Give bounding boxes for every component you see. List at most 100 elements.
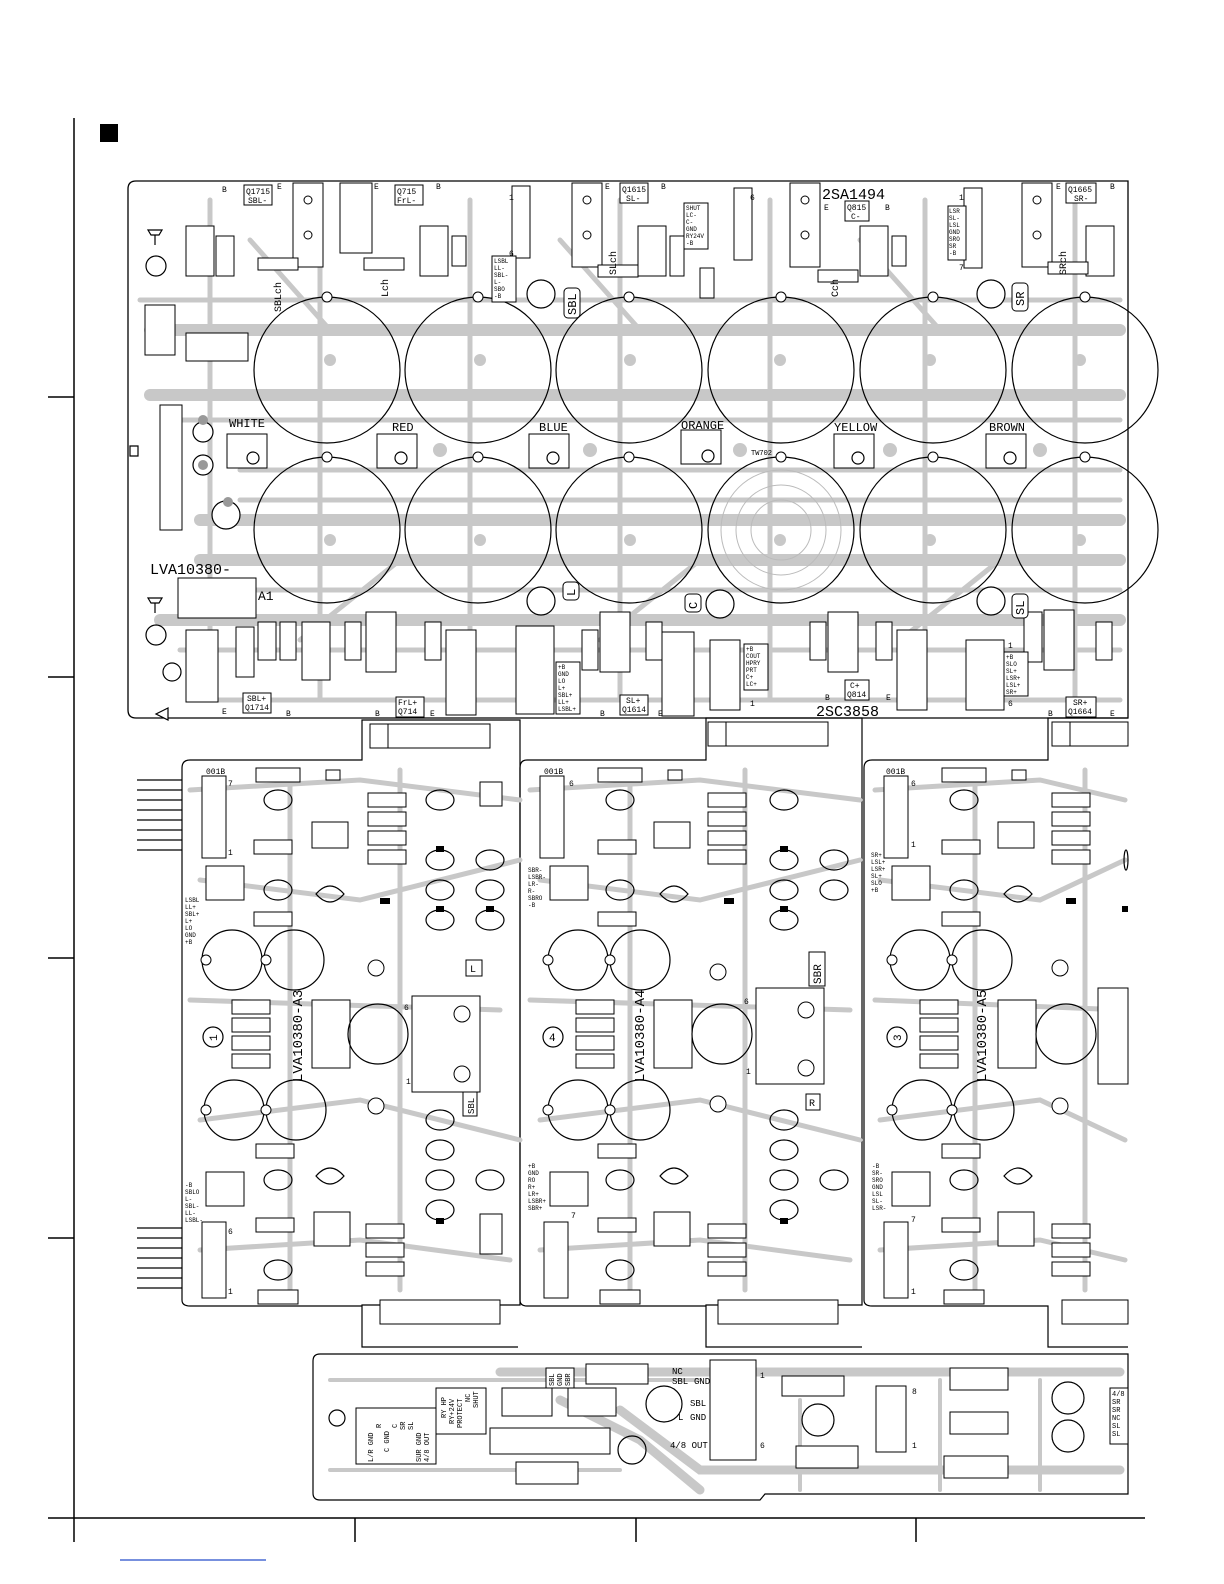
- board-sub-label: A1: [258, 589, 274, 604]
- svg-text:1: 1: [406, 1078, 411, 1087]
- svg-text:SL+: SL+: [871, 873, 882, 880]
- svg-text:1: 1: [911, 1288, 916, 1297]
- svg-text:SR+: SR+: [871, 852, 882, 859]
- svg-text:SBLch: SBLch: [273, 282, 285, 312]
- svg-text:COUT: COUT: [746, 653, 761, 660]
- svg-text:GND: GND: [949, 229, 960, 236]
- bottom-board: L/R GND R C GND C SR SL SUR GND 4/8 OUT …: [312, 1353, 1129, 1501]
- svg-text:SBL: SBL: [566, 293, 580, 315]
- svg-text:SR+: SR+: [1006, 689, 1017, 696]
- svg-text:C-: C-: [851, 213, 861, 222]
- module-a5: LVA10380-A5 3 001B SR+ LSL+ LSR+ SL+ SLO…: [871, 768, 991, 1212]
- svg-text:GND: GND: [185, 932, 196, 939]
- svg-text:1: 1: [911, 841, 916, 850]
- module-a4: LVA10380-A4 4 SBR R 001B SBR- LSBR- LR- …: [528, 768, 826, 1212]
- svg-text:1: 1: [746, 1068, 751, 1077]
- svg-text:SR-: SR-: [872, 1170, 883, 1177]
- svg-text:LL+: LL+: [558, 699, 569, 706]
- svg-text:GND: GND: [528, 1170, 539, 1177]
- page-frame: [48, 118, 1145, 1542]
- svg-text:LSR+: LSR+: [1006, 675, 1021, 682]
- module-number: 1: [209, 1034, 221, 1041]
- svg-text:LSBL+: LSBL+: [558, 706, 576, 713]
- svg-text:6: 6: [1008, 700, 1013, 709]
- svg-text:SL: SL: [1112, 1423, 1120, 1431]
- svg-text:SBL-: SBL-: [494, 272, 508, 279]
- svg-text:L+: L+: [185, 918, 193, 925]
- svg-text:SL: SL: [408, 1422, 416, 1430]
- svg-text:L-: L-: [185, 1196, 192, 1203]
- svg-text:NC: NC: [1112, 1415, 1120, 1423]
- svg-text:SLO: SLO: [1006, 661, 1017, 668]
- svg-text:Q1664: Q1664: [1068, 708, 1092, 717]
- svg-text:LSL+: LSL+: [1006, 682, 1021, 689]
- svg-text:SBL: SBL: [690, 1399, 706, 1409]
- svg-text:GND: GND: [558, 671, 569, 678]
- svg-text:6: 6: [228, 1228, 233, 1237]
- svg-text:+B: +B: [185, 939, 193, 946]
- svg-text:Q815: Q815: [847, 204, 866, 213]
- svg-text:B: B: [375, 710, 380, 719]
- svg-text:SR: SR: [1014, 292, 1028, 306]
- color-label-blue: BLUE: [539, 421, 568, 435]
- color-labels: WHITE RED BLUE ORANGE YELLOW BROWN: [229, 417, 1025, 435]
- svg-text:LL-: LL-: [494, 265, 505, 272]
- svg-text:GND: GND: [557, 1373, 565, 1386]
- svg-text:6: 6: [404, 1004, 409, 1013]
- svg-text:Q715: Q715: [397, 188, 416, 197]
- svg-text:LSBR-: LSBR-: [528, 874, 546, 881]
- svg-text:FrL+: FrL+: [398, 699, 417, 708]
- svg-text:6: 6: [569, 780, 574, 789]
- svg-text:LSL+: LSL+: [871, 859, 886, 866]
- svg-text:-B: -B: [185, 1182, 193, 1189]
- module-a3: LVA10380-A3 1 SBL L 001B LSBL LL+ SBL+ L…: [185, 768, 483, 1224]
- svg-text:SBL+: SBL+: [185, 911, 200, 918]
- svg-text:6: 6: [750, 194, 755, 203]
- connector-top2: SHUT LC- C- GND RY24V -B: [683, 202, 709, 250]
- svg-text:SHUT: SHUT: [686, 205, 701, 212]
- module-code: 001B: [886, 768, 905, 777]
- svg-text:4/8 OUT: 4/8 OUT: [670, 1441, 708, 1451]
- test-point-label: TW702: [751, 450, 772, 458]
- svg-text:FrL-: FrL-: [397, 197, 416, 206]
- svg-text:SLch: SLch: [608, 251, 620, 275]
- top-transistor-labels: Q1715 SBL- Q715 FrL- Q1615 SL- Q815 C- Q…: [243, 182, 1097, 222]
- connector-pin-numbers: 1 6 6 1 7 1 6 1: [509, 194, 1013, 709]
- module-code: 001B: [544, 768, 563, 777]
- svg-text:LO: LO: [558, 678, 566, 685]
- svg-text:E: E: [374, 183, 379, 192]
- svg-text:GND: GND: [872, 1184, 883, 1191]
- svg-text:L: L: [678, 1413, 683, 1423]
- svg-text:7: 7: [228, 780, 233, 789]
- svg-text:SBL+: SBL+: [247, 695, 266, 704]
- svg-text:SBLO: SBLO: [185, 1189, 200, 1196]
- svg-text:R-: R-: [528, 888, 535, 895]
- svg-text:1: 1: [912, 1442, 917, 1451]
- svg-text:LSL: LSL: [949, 222, 960, 229]
- svg-text:SBL: SBL: [549, 1373, 557, 1386]
- bottom-transistor-labels: Q1714 SBL+ Q714 FrL+ Q1614 SL+ Q814 C+ Q…: [242, 679, 1097, 718]
- module-upper-pins: LSBL LL+ SBL+ L+ LO GND +B: [185, 897, 200, 946]
- svg-text:GND: GND: [690, 1413, 706, 1423]
- svg-text:PRT: PRT: [746, 667, 757, 674]
- svg-text:LSBR+: LSBR+: [528, 1198, 546, 1205]
- module-channel-2: L: [470, 965, 476, 976]
- svg-text:+B: +B: [528, 1163, 536, 1170]
- svg-text:L-: L-: [494, 279, 501, 286]
- module-lower-pins: +B GND RO R+ LR+ LSBR+ SBR+: [528, 1163, 546, 1212]
- channel-marks: SBL SR L C SL: [562, 282, 1029, 619]
- svg-text:B: B: [661, 183, 666, 192]
- svg-text:SR: SR: [1112, 1399, 1121, 1407]
- svg-text:+B: +B: [871, 887, 879, 894]
- svg-text:E: E: [886, 694, 891, 703]
- bottom-part-label: 2SC3858: [816, 704, 879, 721]
- svg-text:R: R: [376, 1423, 384, 1428]
- svg-text:1: 1: [509, 194, 514, 203]
- top-transistor-bodies: [292, 182, 1053, 268]
- arrow-icon: [129, 445, 169, 721]
- module-lower-pins: -B SBLO L- SBL- LL- LSBL-: [185, 1182, 203, 1224]
- svg-text:C: C: [687, 602, 701, 609]
- svg-text:GND: GND: [694, 1377, 710, 1387]
- svg-text:SBRO: SBRO: [528, 895, 543, 902]
